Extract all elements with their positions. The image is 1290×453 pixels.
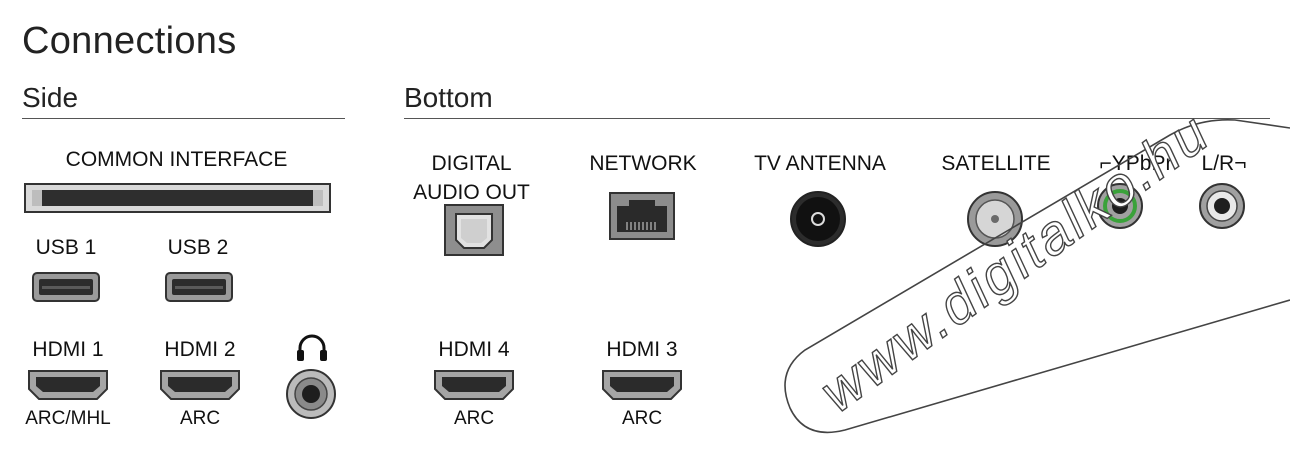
- hdmi2-arc-label: ARC: [179, 408, 221, 429]
- bottom-divider: [404, 118, 1270, 119]
- watermark-text: www.digitalko.hu: [808, 99, 1221, 423]
- hdmi4-port: [433, 369, 515, 401]
- hdmi1-arc-label: ARC/MHL: [25, 408, 111, 429]
- satellite-port: [966, 190, 1024, 248]
- lr-audio-jack: [1198, 182, 1246, 230]
- hdmi3-label: HDMI 3: [606, 338, 678, 361]
- hdmi3-arc-label: ARC: [621, 408, 663, 429]
- hdmi3-port: [601, 369, 683, 401]
- hdmi4-label: HDMI 4: [438, 338, 510, 361]
- headphone-jack: [285, 368, 337, 420]
- usb2-label: USB 2: [167, 236, 229, 259]
- usb1-port: [32, 272, 100, 302]
- tv-antenna-port: [789, 190, 847, 248]
- network-port: [609, 192, 675, 240]
- ypbpr-jack: [1096, 182, 1144, 230]
- common-interface-slot: [24, 183, 331, 213]
- satellite-label: SATELLITE: [941, 152, 1051, 175]
- usb1-label: USB 1: [35, 236, 97, 259]
- hdmi2-label: HDMI 2: [164, 338, 236, 361]
- hdmi1-port: [27, 369, 109, 401]
- page-title: Connections: [22, 20, 237, 62]
- side-section-title: Side: [22, 82, 79, 113]
- tv-antenna-label: TV ANTENNA: [754, 152, 886, 175]
- hdmi4-arc-label: ARC: [453, 408, 495, 429]
- hdmi1-label: HDMI 1: [32, 338, 104, 361]
- headphones-icon: [295, 333, 329, 363]
- optical-audio-port: [444, 204, 504, 256]
- digital-audio-out-label-2: AUDIO OUT: [413, 181, 530, 204]
- lr-label: L/R¬: [1201, 152, 1247, 175]
- common-interface-label: COMMON INTERFACE: [65, 148, 288, 171]
- digital-audio-out-label-1: DIGITAL: [431, 152, 512, 175]
- ypbpr-label: ⌐YPbPr: [1099, 152, 1173, 175]
- hdmi2-port: [159, 369, 241, 401]
- bottom-section-title: Bottom: [404, 82, 493, 113]
- side-divider: [22, 118, 345, 119]
- usb2-port: [165, 272, 233, 302]
- network-label: NETWORK: [589, 152, 697, 175]
